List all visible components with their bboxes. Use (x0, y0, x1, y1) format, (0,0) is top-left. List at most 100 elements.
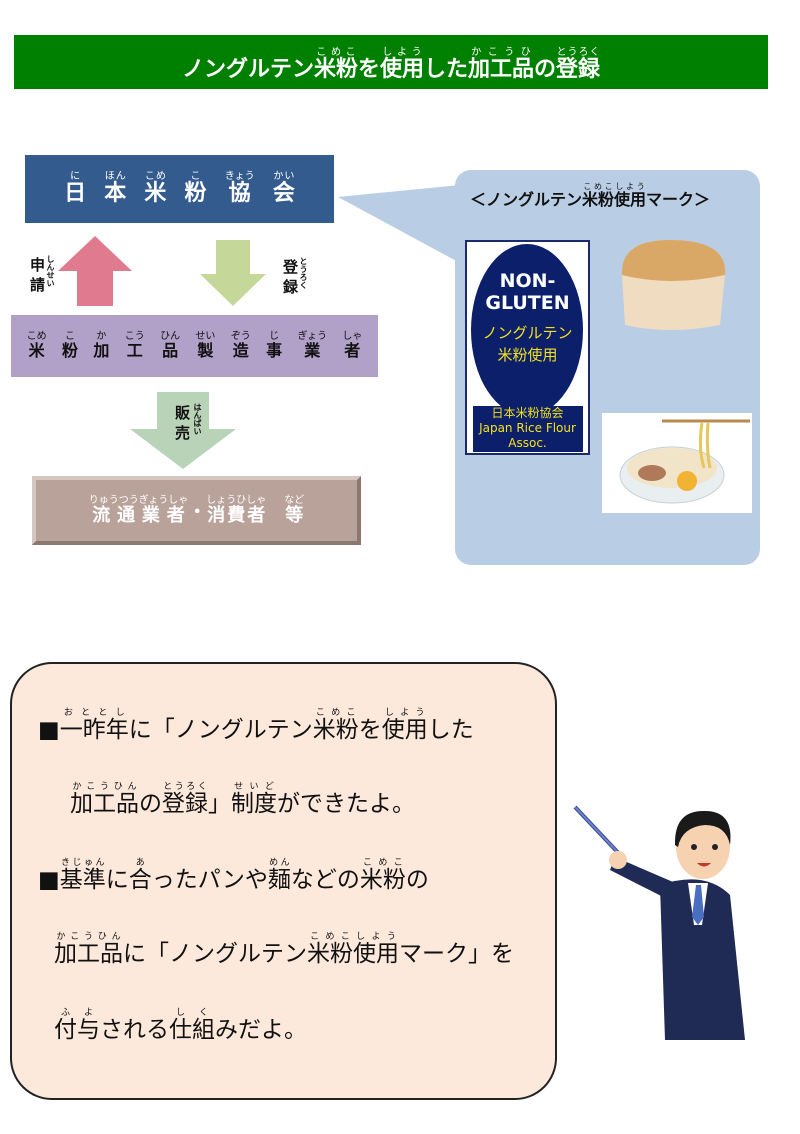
logo-assoc-abbr: Assoc. (508, 436, 547, 450)
ruby-reading: とうろく (162, 782, 208, 792)
ruby-base: 使用 (353, 941, 399, 967)
ruby-word: 加工品かこうひ (468, 47, 534, 83)
text-segment: ったパンや (151, 867, 268, 893)
ruby-reading: しく (169, 1008, 215, 1018)
ruby-word: 使用しよう (614, 182, 647, 209)
ruby-base: 基準 (59, 867, 106, 893)
rice-noodle-ramen-image (602, 413, 752, 513)
ruby-word: 使用しよう (380, 47, 424, 83)
ruby-reading: ぎょう (297, 331, 327, 342)
ruby-base: 米粉 (359, 867, 406, 893)
register-label: 登録 とうろく (283, 257, 308, 297)
ruby-reading: せい (195, 331, 216, 342)
ruby-base: 米粉 (312, 717, 359, 743)
ruby-reading: ほん (104, 171, 127, 182)
ruby-base: 流通業者 (88, 504, 189, 526)
ruby-word: 一昨年おととし (59, 708, 129, 743)
speech-line-4: 加工品かこうひんに「ノングルテン米粉こめこ使用しようマーク」を (54, 932, 514, 968)
text-segment: の (405, 867, 429, 893)
ruby-reading: しよう (614, 182, 647, 191)
ruby-base: 使用 (614, 190, 647, 209)
ruby-reading: じ (266, 331, 283, 342)
ruby-base: 加工品 (70, 791, 139, 817)
ruby-base: 本 (104, 181, 127, 206)
ruby-base: 品 (160, 341, 181, 360)
ruby-word: 加か (93, 331, 109, 361)
ruby-base: 使用 (379, 57, 424, 82)
ruby-reading: きょう (224, 171, 255, 182)
mark-panel-title: ＜ノングルテン米粉こめこ使用しようマーク＞ (470, 182, 710, 210)
sell-text: 販売 (175, 404, 191, 442)
speech-line-1: ■一昨年おととしに「ノングルテン米粉こめこを使用しようした (38, 708, 474, 744)
ruby-reading: かこうひん (70, 782, 139, 792)
japan-rice-flour-association-box: 日に本ほん米こめ粉こ協きょう会かい (25, 155, 334, 223)
ruby-base: 一昨年 (59, 717, 129, 743)
ruby-reading: ひん (160, 331, 181, 342)
ruby-word: 米粉こめこ (582, 182, 614, 209)
ruby-base: 合 (128, 867, 152, 893)
ruby-reading: かこうひん (54, 932, 123, 942)
ruby-reading: か (93, 331, 110, 342)
ruby-reading: あ (128, 858, 152, 868)
apply-arrow-up-icon (58, 236, 132, 306)
ruby-word: 粉こ (62, 331, 78, 361)
ruby-word: 仕組しく (169, 1008, 215, 1043)
ruby-word: 付与ふよ (54, 1008, 100, 1043)
ruby-reading: かい (272, 171, 295, 182)
rice-bread-image (621, 240, 726, 330)
text-segment: ＜ノングルテン (470, 190, 583, 209)
ruby-word: 米粉こめこ (359, 858, 406, 893)
logo-komeko-shiyou: 米粉使用 (497, 346, 558, 364)
ruby-base: 粉 (62, 341, 79, 360)
ruby-word: 米粉こめこ (307, 932, 353, 967)
ruby-reading: しよう (381, 708, 428, 718)
ruby-base: 付与 (54, 1017, 100, 1043)
ruby-reading: こう (124, 331, 145, 342)
speech-line-3: ■基準きじゅんに合あったパンや麺めんなどの米粉こめこの (38, 858, 429, 894)
ruby-base: 製 (195, 341, 216, 360)
ruby-base: 加工品 (468, 57, 535, 82)
ruby-base: 協 (224, 181, 255, 206)
logo-nonguruten: ノングルテン (482, 324, 573, 342)
non-gluten-mark-logo: NON- GLUTEN ノングルテン 米粉使用 日本米粉協会 Japan Ric… (465, 240, 590, 455)
ruby-word: 協きょう (225, 171, 255, 207)
ruby-reading: しよう (379, 47, 424, 58)
logo-assoc-jp: 日本米粉協会 (491, 406, 564, 420)
text-segment: される (100, 1017, 169, 1043)
ruby-reading: こめこ (359, 858, 406, 868)
ruby-base: 制度 (231, 791, 277, 817)
ruby-word: 合あ (128, 858, 152, 893)
register-arrow-down-icon (200, 240, 266, 306)
ruby-reading: こめ (144, 171, 167, 182)
ruby-word: 加工品かこうひん (70, 782, 139, 817)
text-segment: の (534, 57, 557, 82)
ruby-word: 使用しよう (382, 708, 428, 743)
ruby-reading: おととし (59, 708, 129, 718)
ruby-word: 使用しよう (353, 932, 399, 967)
ruby-word: 本ほん (104, 171, 126, 207)
page-title: ノングルテン米粉こめこを使用しようした加工品かこうひの登録とうろく (14, 35, 768, 89)
ruby-reading: こめこ (307, 932, 353, 942)
rice-flour-processor-box: 米こめ粉こ加か工こう品ひん製せい造ぞう事じ業ぎょう者しゃ (11, 315, 378, 377)
distributors-consumers-box: 流通業者りゅうつうぎょうしゃ・消費者しょうひしゃ 等など (32, 476, 361, 545)
ruby-reading: しょうひしゃ (206, 494, 267, 506)
ruby-reading: せいど (231, 782, 277, 792)
ruby-base: 米 (26, 341, 47, 360)
text-segment: ノングルテン (181, 57, 314, 82)
ruby-reading: とうろく (556, 47, 601, 58)
sell-arrow-down-icon (130, 392, 236, 469)
ruby-word: 制度せいど (231, 782, 277, 817)
ruby-base: 会 (272, 181, 295, 206)
ruby-base: 粉 (184, 181, 207, 206)
ruby-reading: こ (184, 171, 207, 182)
text-segment: マーク」を (399, 941, 514, 967)
ruby-base: 業 (297, 341, 327, 360)
ruby-word: 米粉こめこ (314, 47, 358, 83)
text-segment: ができたよ。 (277, 791, 415, 817)
apply-label: 申請 しんせい (30, 255, 55, 295)
text-segment: ■ (38, 867, 60, 893)
ruby-word: 基準きじゅん (59, 858, 106, 893)
ruby-base: 登録 (556, 57, 601, 82)
logo-gluten: GLUTEN (485, 292, 570, 314)
text-segment: みだよ。 (215, 1017, 307, 1043)
